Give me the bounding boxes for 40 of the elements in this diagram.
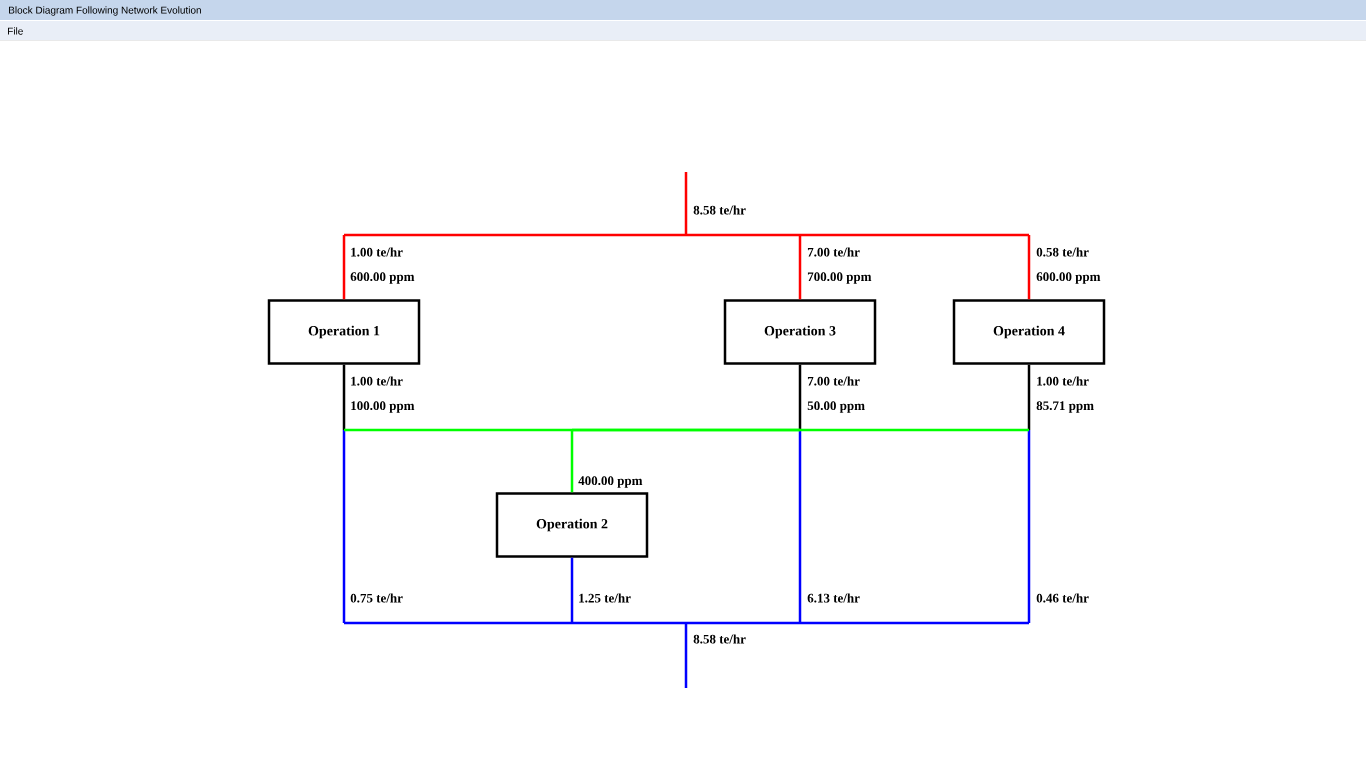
flow-label: 50.00 ppm <box>807 401 865 413</box>
pipe-line <box>342 430 346 623</box>
flow-label: 8.58 te/hr <box>693 634 746 644</box>
pipe-line <box>798 235 802 300</box>
flow-label: 1.00 te/hr <box>351 376 403 386</box>
flow-label: 1.00 te/hr <box>1037 376 1089 386</box>
pipe-line <box>342 170 1031 237</box>
menu-item: File <box>8 27 23 35</box>
operation-box: Operation 3 <box>723 299 877 365</box>
pipe-line <box>572 428 1029 432</box>
operation-box: Operation 2 <box>495 492 649 558</box>
flow-label: 85.71 ppm <box>1036 401 1094 413</box>
flow-label: 1.25 te/hr <box>579 593 631 603</box>
outlet-line <box>342 364 346 430</box>
flow-label: 400.00 ppm <box>578 476 643 488</box>
pipe-line <box>1027 235 1031 300</box>
outlet-line <box>798 364 802 430</box>
flow-label: 0.58 te/hr <box>1036 247 1089 257</box>
pipe-line <box>344 428 572 432</box>
flow-label: 0.46 te/hr <box>1036 593 1089 603</box>
flow-label: 0.75 te/hr <box>350 593 403 603</box>
flow-label: 7.00 te/hr <box>807 376 860 386</box>
flow-label: 100.00 ppm <box>351 401 415 413</box>
pipe-line <box>342 621 1031 690</box>
pipe-line <box>570 557 574 623</box>
pipe-line <box>570 430 574 493</box>
flow-label: 1.00 te/hr <box>351 247 403 257</box>
flow-label: 700.00 ppm <box>807 272 872 284</box>
flow-label: 7.00 te/hr <box>807 247 860 257</box>
outlet-line <box>1027 364 1031 430</box>
pipe-line <box>342 235 346 300</box>
title-bar: Block Diagram Following Network Evolution <box>0 0 1366 20</box>
flow-label: 600.00 ppm <box>1036 272 1101 284</box>
operation-box: Operation 4 <box>952 299 1106 365</box>
pipe-line <box>798 430 802 623</box>
flow-label: 8.58 te/hr <box>693 205 746 215</box>
pipe-line <box>1027 430 1031 623</box>
flow-label: 600.00 ppm <box>350 272 415 284</box>
flow-label: 6.13 te/hr <box>807 593 860 603</box>
operation-box: Operation 1 <box>267 299 421 365</box>
